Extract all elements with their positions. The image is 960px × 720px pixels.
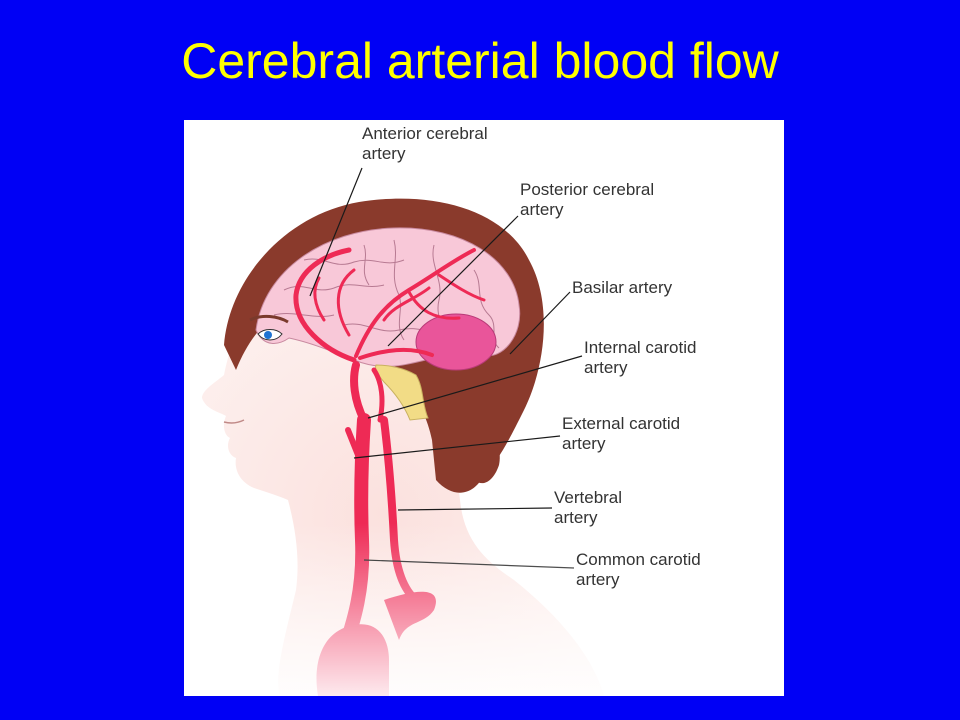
slide-title: Cerebral arterial blood flow xyxy=(181,33,779,89)
head-neck-diagram xyxy=(184,120,784,696)
label-posterior-cerebral-artery: Posterior cerebral artery xyxy=(520,180,655,219)
label-internal-carotid-artery: Internal carotid artery xyxy=(584,338,697,377)
anatomy-illustration: Anterior cerebral artery Posterior cereb… xyxy=(184,120,784,696)
label-anterior-cerebral-artery: Anterior cerebral artery xyxy=(362,124,488,163)
label-vertebral-artery: Vertebral artery xyxy=(554,488,623,527)
label-basilar-artery: Basilar artery xyxy=(572,278,673,297)
label-external-carotid-artery: External carotid artery xyxy=(562,414,681,453)
label-common-carotid-artery: Common carotid artery xyxy=(576,550,701,589)
